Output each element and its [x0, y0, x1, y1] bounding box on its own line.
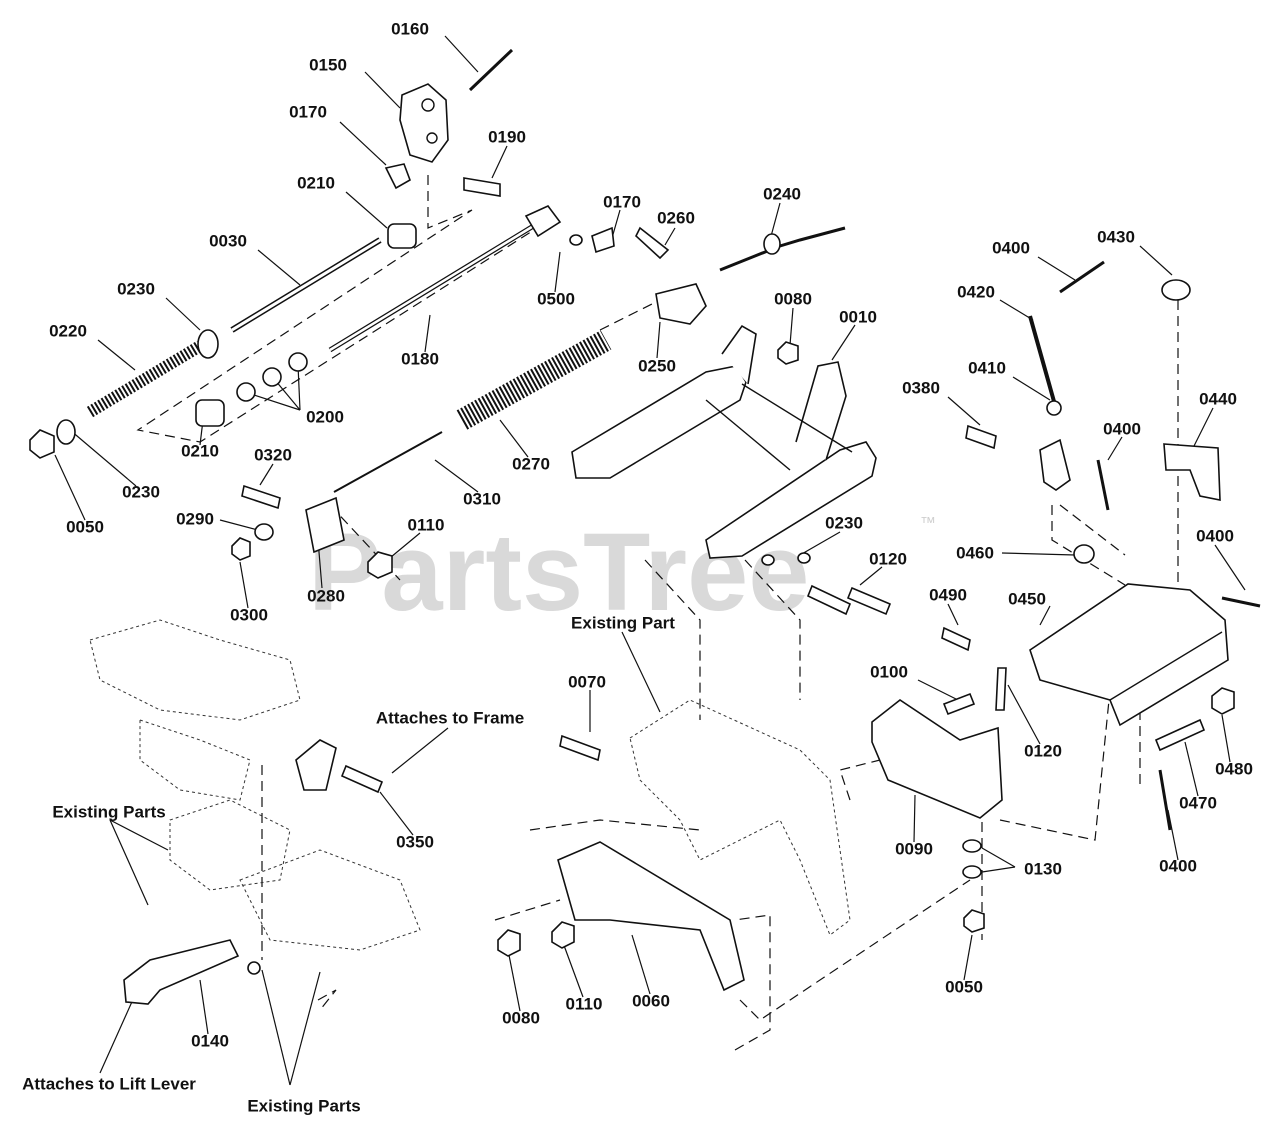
callout-c0250: 0250 — [638, 356, 676, 375]
callout-c0440: 0440 — [1199, 389, 1237, 408]
parts-center-cluster — [497, 226, 892, 992]
callout-c0100: 0100 — [870, 662, 908, 681]
callout-c0480: 0480 — [1215, 759, 1253, 778]
callout-c0110a: 0110 — [408, 515, 445, 534]
callout-c0460: 0460 — [956, 543, 994, 562]
callout-c0230b: 0230 — [122, 482, 160, 501]
callout-c0420: 0420 — [957, 282, 995, 301]
note-n4: Attaches to Lift Lever — [22, 1074, 196, 1093]
callout-c0400b: 0400 — [1103, 419, 1141, 438]
callout-c0060: 0060 — [632, 991, 670, 1010]
callout-c0160: 0160 — [391, 19, 429, 38]
callout-c0430: 0430 — [1097, 227, 1135, 246]
callout-c0280: 0280 — [307, 586, 345, 605]
callout-c0490: 0490 — [929, 585, 967, 604]
callout-c0140: 0140 — [191, 1031, 229, 1050]
callout-c0170a: 0170 — [289, 102, 327, 121]
callout-c0180: 0180 — [401, 349, 439, 368]
callout-c0050a: 0050 — [66, 517, 104, 536]
callout-c0470: 0470 — [1179, 793, 1217, 812]
callout-c0090: 0090 — [895, 839, 933, 858]
watermark-trademark: ™ — [920, 515, 936, 532]
callout-c0210a: 0210 — [297, 173, 335, 192]
callout-c0230c: 0230 — [825, 513, 863, 532]
callout-c0350: 0350 — [396, 832, 434, 851]
callout-c0120b: 0120 — [1024, 741, 1062, 760]
callout-c0320: 0320 — [254, 445, 292, 464]
callout-c0210b: 0210 — [181, 441, 219, 460]
callout-c0240: 0240 — [763, 184, 801, 203]
note-n1: Existing Part — [571, 613, 675, 632]
callout-c0380: 0380 — [902, 378, 940, 397]
callout-c0110b: 0110 — [566, 994, 603, 1013]
callout-c0050b: 0050 — [945, 977, 983, 996]
callout-c0400d: 0400 — [1159, 856, 1197, 875]
callout-c0150: 0150 — [309, 55, 347, 74]
callout-c0410: 0410 — [968, 358, 1006, 377]
callout-c0070: 0070 — [568, 672, 606, 691]
callout-c0270: 0270 — [512, 454, 550, 473]
callout-c0290: 0290 — [176, 509, 214, 528]
parts-left-cluster — [29, 48, 615, 579]
parts-right-cluster — [871, 260, 1261, 933]
callout-c0010: 0010 — [839, 307, 877, 326]
callout-c0190: 0190 — [488, 127, 526, 146]
parts-lower-left-existing — [89, 619, 421, 1005]
callout-c0120a: 0120 — [869, 549, 907, 568]
callout-c0200: 0200 — [306, 407, 344, 426]
callout-c0400a: 0400 — [992, 238, 1030, 257]
callout-c0310: 0310 — [463, 489, 501, 508]
note-n2: Attaches to Frame — [376, 708, 524, 727]
note-n3: Existing Parts — [52, 802, 165, 821]
callout-c0400c: 0400 — [1196, 526, 1234, 545]
callout-c0080b: 0080 — [502, 1008, 540, 1027]
callout-c0260: 0260 — [657, 208, 695, 227]
callout-c0500: 0500 — [537, 289, 575, 308]
callout-c0220: 0220 — [49, 321, 87, 340]
callout-c0030: 0030 — [209, 231, 247, 250]
callout-c0130: 0130 — [1024, 859, 1062, 878]
callout-labels: 0160 0150 0170 0190 0210 0170 0260 0240 0030 0230… — [49, 19, 1253, 1050]
callout-c0300: 0300 — [230, 605, 268, 624]
callout-c0170b: 0170 — [603, 192, 641, 211]
callout-c0080a: 0080 — [774, 289, 812, 308]
callout-c0230a: 0230 — [117, 279, 155, 298]
note-n5: Existing Parts — [247, 1096, 360, 1115]
callout-c0450: 0450 — [1008, 589, 1046, 608]
